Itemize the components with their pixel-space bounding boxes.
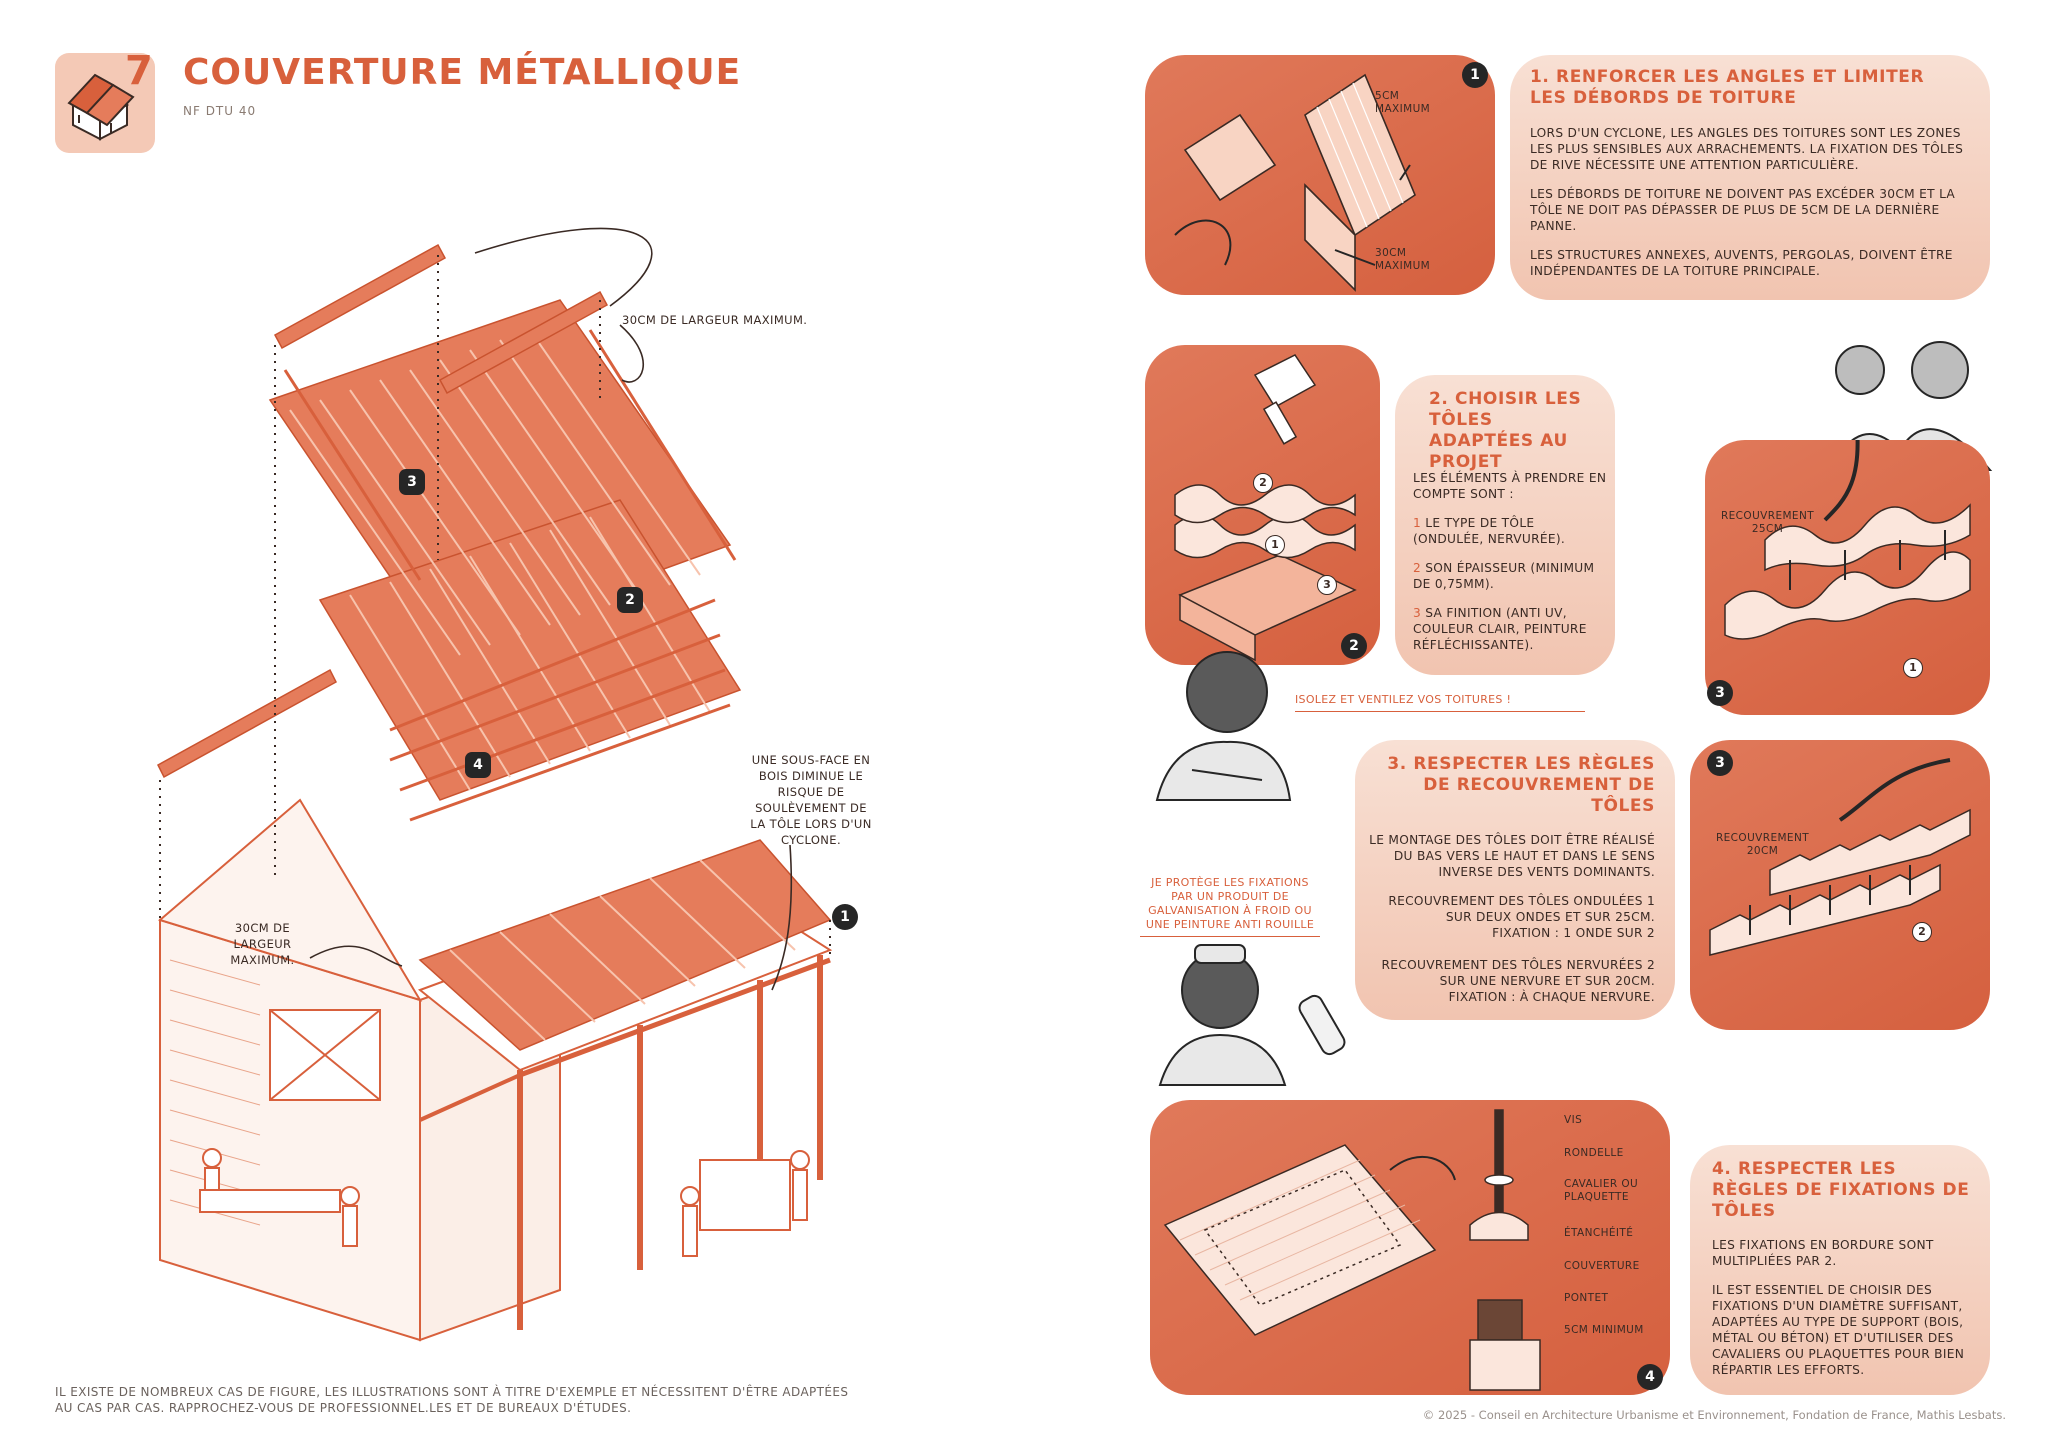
man-spray-can-illustration [1158, 944, 1346, 1086]
section1-title: 1. RENFORCER LES ANGLES ET LIMITER LES D… [1530, 67, 1925, 108]
label-wood-underside: UNE SOUS-FACE EN BOIS DIMINUE LE RISQUE … [750, 753, 872, 847]
section2-intro: LES ÉLÉMENTS À PRENDRE EN COMPTE SONT : [1413, 471, 1607, 501]
norm-reference: NF DTU 40 [183, 104, 257, 118]
page-title: COUVERTURE MÉTALLIQUE [183, 52, 742, 93]
section3-p2-line3: FIXATION : 1 ONDE SUR 2 [1492, 926, 1655, 940]
section2-badge: 2 [1341, 633, 1367, 659]
section2-title: 2. CHOISIR LES TÔLES ADAPTÉES AU PROJET [1429, 389, 1582, 472]
label-overlap-25cm: RECOUVREMENT 25cm [1720, 510, 1815, 535]
sheet-mark-1: 1 [1265, 535, 1285, 555]
section2-item1-num: 1 [1413, 516, 1422, 530]
section4-p1: LES FIXATIONS EN BORDURE SONT MULTIPLIÉE… [1712, 1238, 1934, 1268]
section3-p2-line1: RECOUVREMENT DES TÔLES ONDULÉES 1 [1388, 894, 1655, 908]
overlap-mark-1: 1 [1903, 658, 1923, 678]
section1-illustration-panel: 5cm MAXIMUM 30cm MAXIMUM [1145, 55, 1495, 295]
section3b-illustration-panel: RECOUVREMENT 20cm 2 [1690, 740, 1990, 1030]
corrugated-overlap-drawing [1724, 440, 1971, 640]
overlap-mark-2: 2 [1912, 922, 1932, 942]
section4-illustration-panel: VIS RONDELLE CAVALIER OU PLAQUETTE ÉTANC… [1150, 1100, 1670, 1395]
house-icon-drawing [67, 73, 135, 141]
speech-protect-fixings: JE PROTÈGE LES FIXATIONS PAR UN PRODUIT … [1140, 876, 1320, 937]
label-5cm-max: 5cm MAXIMUM [1375, 90, 1431, 115]
label-30cm-top: 30cm DE LARGEUR MAXIMUM. [622, 313, 808, 327]
section4-body: LES FIXATIONS EN BORDURE SONT MULTIPLIÉE… [1712, 1237, 1977, 1391]
section1-p3: LES STRUCTURES ANNEXES, AUVENTS, PERGOLA… [1530, 248, 1953, 278]
section1-p1: LORS D'UN CYCLONE, LES ANGLES DES TOITUR… [1530, 126, 1964, 172]
chapter-number: 7 [125, 48, 153, 94]
section2-item3: SA FINITION (ANTI UV, COULEUR CLAIR, PEI… [1413, 606, 1587, 652]
illustration-badge-1: 1 [832, 904, 858, 930]
label-30cm-left: 30cm DE LARGEUR MAXIMUM. [230, 921, 295, 967]
illustration-badge-3: 3 [399, 469, 425, 495]
section3-p3-line3: FIXATION : À CHAQUE NERVURE. [1448, 990, 1655, 1004]
section2-body: LES ÉLÉMENTS À PRENDRE EN COMPTE SONT : … [1413, 470, 1608, 666]
illustration-badge-2: 2 [617, 587, 643, 613]
section4-badge: 4 [1637, 1364, 1663, 1390]
illustration-badge-4: 4 [465, 752, 491, 778]
section3a-illustration-panel: RECOUVREMENT 25cm 1 [1705, 440, 1990, 715]
sheet-layers-drawing [1174, 354, 1357, 662]
disclaimer-text: IL EXISTE DE NOMBREUX CAS DE FIGURE, LES… [55, 1385, 849, 1415]
section2-text-panel: 2. CHOISIR LES TÔLES ADAPTÉES AU PROJET … [1395, 375, 1615, 675]
label-overlap-20cm: RECOUVREMENT 20cm [1715, 832, 1810, 857]
copyright-text: © 2025 - Conseil en Architecture Urbanis… [1422, 1408, 2006, 1422]
section3-text-panel: 3. RESPECTER LES RÈGLES DE RECOUVREMENT … [1355, 740, 1675, 1020]
section1-badge: 1 [1462, 62, 1488, 88]
label-30cm-max: 30cm MAXIMUM [1375, 247, 1431, 272]
section2-item1: LE TYPE DE TÔLE (ONDULÉE, NERVURÉE). [1413, 516, 1566, 546]
sheet-mark-3: 3 [1317, 575, 1337, 595]
section1-text-panel: 1. RENFORCER LES ANGLES ET LIMITER LES D… [1510, 55, 1990, 300]
section4-p2: IL EST ESSENTIEL DE CHOISIR DES FIXATION… [1712, 1283, 1965, 1377]
section3-p3-line1: RECOUVREMENT DES TÔLES NERVURÉES 2 [1381, 958, 1655, 972]
ribbed-overlap-drawing [1709, 758, 1971, 956]
part-label-pontet: PONTET [1564, 1292, 1609, 1304]
roof-corner-drawing [1174, 73, 1416, 292]
section3-p3-line2: SUR UNE NERVURE ET SUR 20cm. [1439, 974, 1655, 988]
section2-item2-num: 2 [1413, 561, 1422, 575]
section4-text-panel: 4. RESPECTER LES RÈGLES DE FIXATIONS DE … [1690, 1145, 1990, 1395]
section2-illustration-panel: 2 1 3 [1145, 345, 1380, 665]
section3-p1: LE MONTAGE DES TÔLES DOIT ÊTRE RÉALISÉ D… [1369, 833, 1655, 879]
section3-p2-line2: SUR DEUX ONDES ET SUR 25cm. [1445, 910, 1655, 924]
part-label-vis: VIS [1564, 1114, 1583, 1126]
section2-item2: SON ÉPAISSEUR (MINIMUM DE 0,75mm). [1413, 561, 1595, 591]
section3-body: LE MONTAGE DES TÔLES DOIT ÊTRE RÉALISÉ D… [1365, 832, 1655, 1018]
section1-body: LORS D'UN CYCLONE, LES ANGLES DES TOITUR… [1530, 125, 1975, 292]
man-arms-crossed-illustration [1155, 651, 1292, 801]
sheet-mark-2: 2 [1253, 473, 1273, 493]
chapter-house-icon [55, 53, 155, 153]
section3-title: 3. RESPECTER LES RÈGLES DE RECOUVREMENT … [1387, 754, 1655, 816]
main-roof-exploded-illustration [157, 227, 833, 1342]
section2-item3-num: 3 [1413, 606, 1422, 620]
section1-p2: LES DÉBORDS DE TOITURE NE DOIVENT PAS EX… [1530, 187, 1956, 233]
part-label-rondelle: RONDELLE [1564, 1147, 1624, 1159]
speech-isolate-ventilate: ISOLEZ ET VENTILEZ VOS TOITURES ! [1295, 693, 1585, 712]
part-label-cavalier: CAVALIER OU PLAQUETTE [1564, 1178, 1639, 1203]
part-label-couverture: COUVERTURE [1564, 1260, 1640, 1272]
section3a-badge: 3 [1707, 680, 1733, 706]
fixing-layout-drawing [1163, 1109, 1541, 1391]
section4-title: 4. RESPECTER LES RÈGLES DE FIXATIONS DE … [1712, 1159, 1970, 1221]
section3b-badge: 3 [1707, 750, 1733, 776]
part-label-5cm-min: 5cm MINIMUM [1564, 1324, 1644, 1336]
part-label-etancheite: ÉTANCHÉITÉ [1564, 1227, 1634, 1239]
